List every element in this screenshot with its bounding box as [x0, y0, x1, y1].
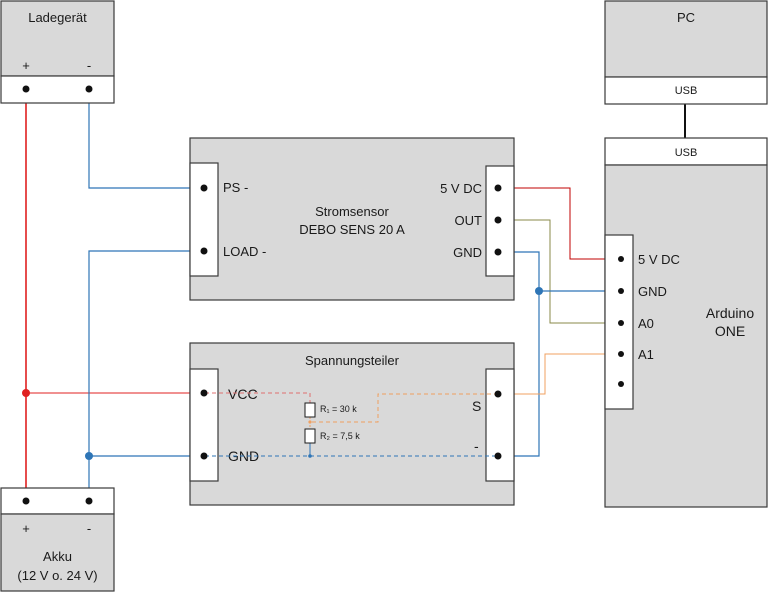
arduino-terminal-gnd	[618, 288, 624, 294]
charger-plus-label: +	[22, 58, 30, 73]
sensor-pin-load: LOAD -	[223, 244, 266, 259]
divider-junction-mid	[308, 420, 312, 424]
arduino-terminal-a1	[618, 351, 624, 357]
wire-charger-minus-ps	[88, 89, 205, 189]
sensor-terminal-5v	[494, 184, 502, 192]
divider-title: Spannungsteiler	[305, 353, 400, 368]
arduino-terminal-a0	[618, 320, 624, 326]
charger: Ladegerät + -	[0, 0, 115, 104]
charger-plus-terminal	[22, 85, 30, 93]
divider-pin-minus: -	[474, 438, 479, 454]
battery-title-line2: (12 V o. 24 V)	[17, 568, 97, 583]
divider-internal-vcc	[205, 392, 311, 403]
arduino-terminal-5v	[618, 256, 624, 262]
arduino-pin-gnd: GND	[638, 284, 667, 299]
wire-5v	[498, 187, 622, 260]
resistor-r1-icon	[304, 402, 316, 418]
sensor-terminal-load	[200, 247, 208, 255]
divider-terminal-minus	[494, 452, 502, 460]
wire-load-battery	[88, 250, 205, 501]
pc-title: PC	[677, 10, 695, 25]
pc-usb-label: USB	[675, 85, 698, 97]
sensor-terminal-ps	[200, 184, 208, 192]
divider-terminal-vcc	[200, 389, 208, 397]
sensor-terminal-out	[494, 216, 502, 224]
arduino-name-line2: ONE	[715, 323, 745, 339]
divider-pin-vcc: VCC	[228, 386, 258, 402]
divider-junction-gnd	[308, 454, 312, 458]
wire-s-a1	[498, 353, 622, 395]
arduino-usb-label: USB	[675, 147, 698, 159]
sensor-terminal-gnd	[494, 248, 502, 256]
battery-plus-terminal	[22, 497, 30, 505]
divider-terminal-s	[494, 390, 502, 398]
arduino: USB Arduino ONE 5 V DC GND A0 A1	[604, 137, 768, 508]
sensor-pin-ps: PS -	[223, 180, 248, 195]
arduino-name-line1: Arduino	[706, 305, 754, 321]
divider-internal-s	[312, 393, 497, 423]
resistor-r2-icon	[304, 428, 316, 444]
sensor-title-line2: DEBO SENS 20 A	[299, 222, 405, 237]
junction-red-vcc	[22, 389, 30, 397]
arduino-pin-a1: A1	[638, 347, 654, 362]
battery-title-line1: Akku	[43, 549, 72, 564]
charger-minus-terminal	[85, 85, 93, 93]
junction-blue-arduino-gnd	[535, 287, 543, 295]
wire-out-a0	[498, 219, 622, 324]
wire-gnd-sensor	[498, 251, 622, 292]
battery-minus-terminal	[85, 497, 93, 505]
wires	[25, 89, 686, 501]
junction-blue-gnd	[85, 452, 93, 460]
battery-minus-label: -	[87, 521, 91, 536]
resistor-r2-label: R₂ = 7,5 k	[320, 431, 360, 441]
battery: + - Akku (12 V o. 24 V)	[0, 487, 115, 592]
divider-terminal-gnd	[200, 452, 208, 460]
divider-pin-s: S	[472, 398, 481, 414]
resistor-r1-label: R₁ = 30 k	[320, 404, 357, 414]
pc: PC USB	[604, 0, 768, 105]
arduino-terminal-spare	[618, 381, 624, 387]
battery-plus-label: +	[22, 521, 30, 536]
sensor-title-line1: Stromsensor	[315, 204, 389, 219]
sensor-pin-5v: 5 V DC	[440, 181, 482, 196]
voltage-divider: Spannungsteiler VCC GND S - R₁ = 30 k R₂…	[189, 342, 515, 506]
charger-minus-label: -	[87, 58, 91, 73]
arduino-pin-a0: A0	[638, 316, 654, 331]
charger-title: Ladegerät	[28, 10, 87, 25]
sensor-pin-gnd: GND	[453, 245, 482, 260]
arduino-pin-5v: 5 V DC	[638, 252, 680, 267]
sensor-pin-out: OUT	[455, 213, 483, 228]
current-sensor: Stromsensor DEBO SENS 20 A PS - LOAD - 5…	[189, 137, 515, 301]
